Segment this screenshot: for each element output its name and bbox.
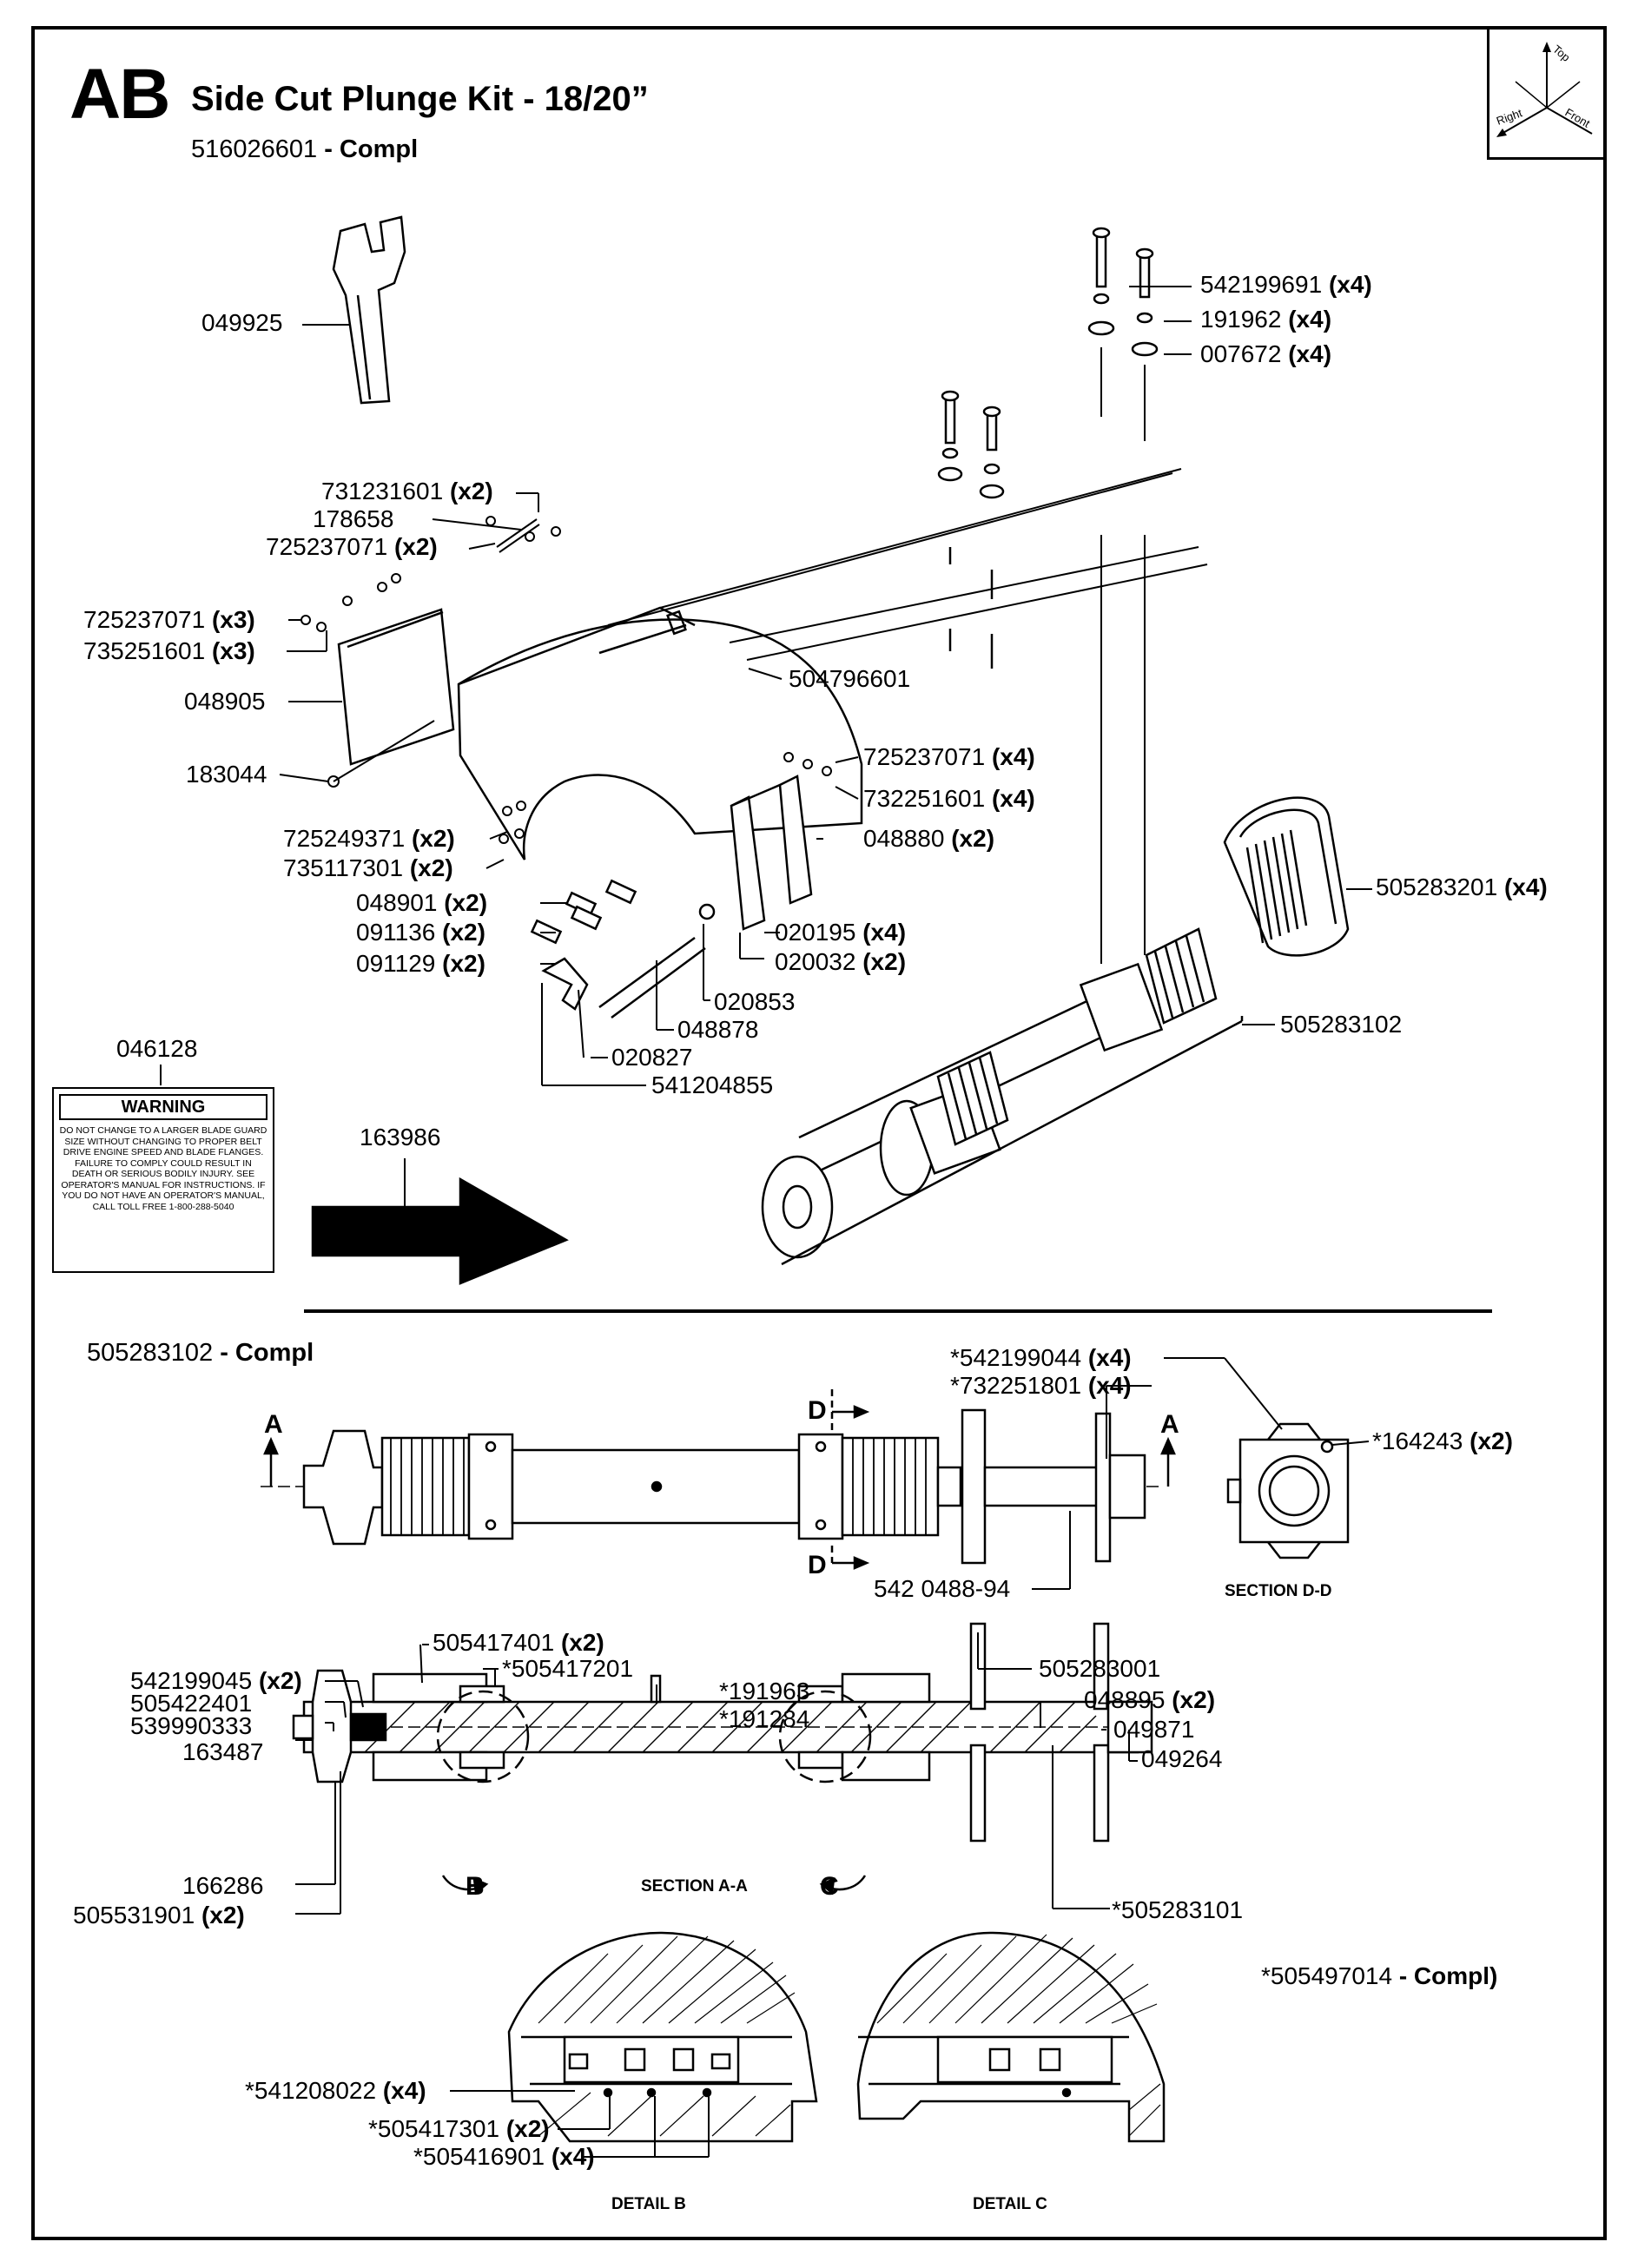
callout-191963: *191963 — [719, 1678, 810, 1704]
marker-a-left: A — [264, 1410, 283, 1439]
warning-text: DO NOT CHANGE TO A LARGER BLADE GUARD SI… — [59, 1125, 267, 1212]
callout-163487: 163487 — [182, 1738, 264, 1765]
callout-725249371: 725249371 (x2) — [283, 825, 455, 852]
marker-b: B — [466, 1872, 485, 1901]
callout-091129: 091129 (x2) — [356, 950, 485, 977]
orientation-axes-icon: Top Right Front — [1495, 42, 1593, 137]
marker-d-top: D — [808, 1396, 827, 1425]
callout-049925: 049925 — [201, 309, 283, 336]
detail-c-hatching — [876, 1934, 1161, 2137]
assembly-part-number: 505283102 - Compl — [87, 1339, 314, 1367]
detail-arrows — [441, 1875, 867, 1895]
callout-541204855: 541204855 — [651, 1071, 774, 1098]
kit-part: 516026601 — [191, 135, 318, 163]
callout-725237071-x3: 725237071 (x3) — [83, 606, 255, 633]
marker-c: C — [820, 1872, 839, 1901]
kit-suffix: - Compl — [324, 135, 419, 163]
fittings-icon — [530, 879, 716, 1019]
caption-section-dd: SECTION D-D — [1225, 1582, 1332, 1600]
callout-732251601: 732251601 (x4) — [863, 785, 1035, 812]
marker-a-right: A — [1160, 1410, 1179, 1439]
callout-505283001: 505283001 — [1039, 1655, 1161, 1682]
detail-b-hatching — [538, 1935, 796, 2137]
callout-048905: 048905 — [184, 688, 266, 715]
callout-505283201: 505283201 (x4) — [1376, 874, 1548, 900]
section-divider — [304, 1309, 1492, 1313]
page-title: Side Cut Plunge Kit - 18/20” — [191, 80, 649, 118]
detail-b-icon — [507, 1931, 818, 2143]
callout-007672: 007672 (x4) — [1200, 340, 1332, 367]
kit-part-number: 516026601 - Compl — [191, 135, 418, 164]
warning-heading: WARNING — [59, 1094, 267, 1120]
upper-bolts-icon — [937, 227, 1159, 964]
callout-735251601: 735251601 (x3) — [83, 637, 255, 664]
callout-542199045: 542199045 (x2) — [130, 1667, 302, 1694]
callout-049264: 049264 — [1141, 1745, 1223, 1772]
callout-046128: 046128 — [116, 1035, 198, 1062]
callout-505416901: *505416901 (x4) — [413, 2143, 595, 2170]
callout-505417201: *505417201 — [502, 1655, 634, 1682]
callout-191962: 191962 (x4) — [1200, 306, 1332, 333]
callout-163986: 163986 — [360, 1124, 441, 1150]
caption-detail-c: DETAIL C — [973, 2195, 1047, 2213]
bracket-icon — [730, 775, 813, 931]
section-a-arrows — [263, 1389, 1176, 1570]
orientation-indicator: Top Right Front — [1487, 30, 1603, 160]
callout-505283101: *505283101 — [1112, 1896, 1244, 1923]
callout-191284: *191284 — [719, 1705, 810, 1732]
callout-091136: 091136 (x2) — [356, 919, 485, 946]
callout-048878: 048878 — [677, 1016, 759, 1043]
callout-505283102: 505283102 — [1280, 1011, 1403, 1038]
callout-020853: 020853 — [714, 988, 796, 1015]
detail-c-icon — [856, 1931, 1166, 2143]
blade-guard-icon — [457, 468, 1208, 860]
upper-leader-lines — [160, 286, 1372, 1207]
section-aa-hatching — [364, 1701, 1097, 1753]
callout-725237071-x4: 725237071 (x4) — [863, 743, 1035, 770]
page-frame — [31, 26, 1607, 2240]
callout-542-0488-94: 542 0488-94 — [874, 1575, 1011, 1602]
callout-542199044: *542199044 (x4) — [950, 1344, 1132, 1371]
callout-164243: *164243 (x2) — [1372, 1427, 1513, 1454]
spindle-assembly-icon — [761, 796, 1350, 1266]
bellows-ribs — [390, 1438, 927, 1535]
callout-048880: 048880 (x2) — [863, 825, 995, 852]
callout-505422401: 505422401 — [130, 1690, 253, 1717]
caption-section-aa: SECTION A-A — [641, 1877, 748, 1895]
section-code: AB — [69, 55, 170, 134]
lower-leader-lines — [295, 1357, 1370, 2158]
callout-505417401: 505417401 (x2) — [433, 1629, 604, 1656]
callout-048901: 048901 (x2) — [356, 889, 488, 916]
callout-020032: 020032 (x2) — [775, 948, 907, 975]
spindle-side-view-icon — [261, 1408, 1164, 1565]
wrench-icon — [332, 215, 406, 405]
callout-505497014: *505497014 - Compl) — [1261, 1962, 1498, 1989]
callout-731231601: 731231601 (x2) — [321, 478, 493, 504]
callout-020827: 020827 — [611, 1044, 693, 1071]
callout-183044: 183044 — [186, 761, 267, 788]
section-dd-view-icon — [1226, 1422, 1350, 1559]
callout-178658: 178658 — [313, 505, 394, 532]
caption-detail-b: DETAIL B — [611, 2195, 686, 2213]
callout-505417301: *505417301 (x2) — [368, 2115, 550, 2142]
section-aa-view-icon — [292, 1622, 1153, 1843]
callout-166286: 166286 — [182, 1872, 264, 1899]
callout-539990333: 539990333 — [130, 1712, 253, 1739]
callout-725237071-x2: 725237071 (x2) — [266, 533, 438, 560]
callout-735117301: 735117301 (x2) — [283, 854, 453, 881]
warning-decal: WARNING DO NOT CHANGE TO A LARGER BLADE … — [52, 1087, 274, 1273]
callout-504796601: 504796601 — [789, 665, 911, 692]
direction-arrow-icon — [311, 1177, 569, 1285]
callout-732251801: *732251801 (x4) — [950, 1372, 1132, 1399]
callout-048895: 048895 (x2) — [1084, 1686, 1216, 1713]
marker-d-bottom: D — [808, 1551, 827, 1579]
callout-542199691: 542199691 (x4) — [1200, 271, 1372, 298]
callout-049871: 049871 — [1113, 1716, 1195, 1743]
callout-020195: 020195 (x4) — [775, 919, 907, 946]
callout-541208022: *541208022 (x4) — [245, 2077, 426, 2104]
screws-icon — [301, 516, 832, 844]
callout-505531901: 505531901 (x2) — [73, 1902, 245, 1928]
